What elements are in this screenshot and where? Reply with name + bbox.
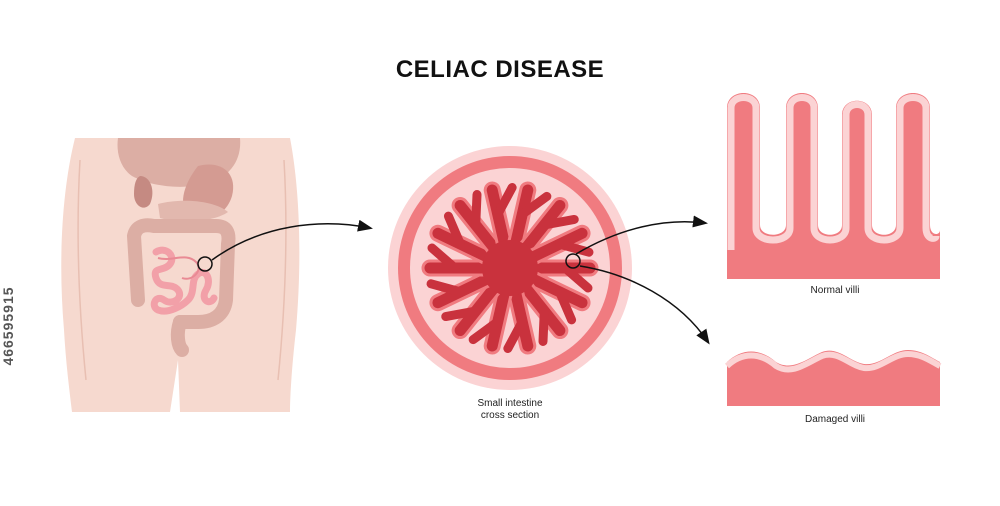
arrow-section-to-damaged bbox=[579, 265, 710, 345]
cross-section-villus bbox=[505, 181, 552, 252]
cross-section-villus bbox=[522, 268, 591, 325]
torso-silhouette bbox=[61, 138, 300, 412]
gallbladder-organ bbox=[134, 176, 153, 208]
rectum bbox=[170, 315, 189, 357]
damaged-villi-illustration bbox=[724, 350, 942, 406]
cross-section-caption-line1: Small intestine bbox=[477, 398, 543, 409]
cross-section-villus bbox=[468, 284, 515, 355]
cross-section-illustration bbox=[388, 146, 632, 390]
cross-section-villus bbox=[451, 190, 506, 259]
zoom-circle-body bbox=[197, 256, 213, 272]
torso-illustration bbox=[61, 138, 300, 412]
cross-section-villus bbox=[483, 181, 517, 252]
cross-section-villus bbox=[514, 277, 569, 346]
zoom-circle-section bbox=[565, 253, 581, 269]
lumen-center bbox=[482, 240, 538, 296]
pancreas-organ bbox=[158, 200, 228, 222]
cross-section-villus bbox=[522, 224, 594, 268]
cross-section-villus bbox=[514, 196, 579, 259]
normal-villi-lining bbox=[727, 94, 940, 250]
cross-section-villus bbox=[421, 243, 492, 277]
page-title: CELIAC DISEASE bbox=[395, 56, 605, 83]
cross-section-caption-line2: cross section bbox=[480, 410, 540, 421]
stock-id-label: 466595915 bbox=[0, 286, 16, 366]
right-arm-outline bbox=[277, 159, 287, 381]
normal-villi-illustration bbox=[727, 93, 940, 279]
arrow-body-to-section bbox=[211, 219, 373, 261]
cross-section-villus bbox=[426, 268, 498, 312]
large-intestine bbox=[126, 218, 236, 329]
cross-section-villus bbox=[503, 284, 537, 355]
cross-section-villus bbox=[441, 277, 506, 340]
cross-section-villus bbox=[429, 211, 498, 268]
small-intestine bbox=[150, 246, 218, 315]
left-arm-outline bbox=[77, 159, 87, 381]
cross-section-caption: Small intestine cross section bbox=[420, 398, 600, 422]
damaged-villi-caption: Damaged villi bbox=[804, 414, 866, 425]
small-intestine-loop bbox=[157, 256, 200, 280]
arrow-section-to-normal bbox=[575, 215, 708, 255]
damaged-villi-lining bbox=[724, 350, 942, 373]
normal-villi-caption: Normal villi bbox=[810, 285, 860, 296]
